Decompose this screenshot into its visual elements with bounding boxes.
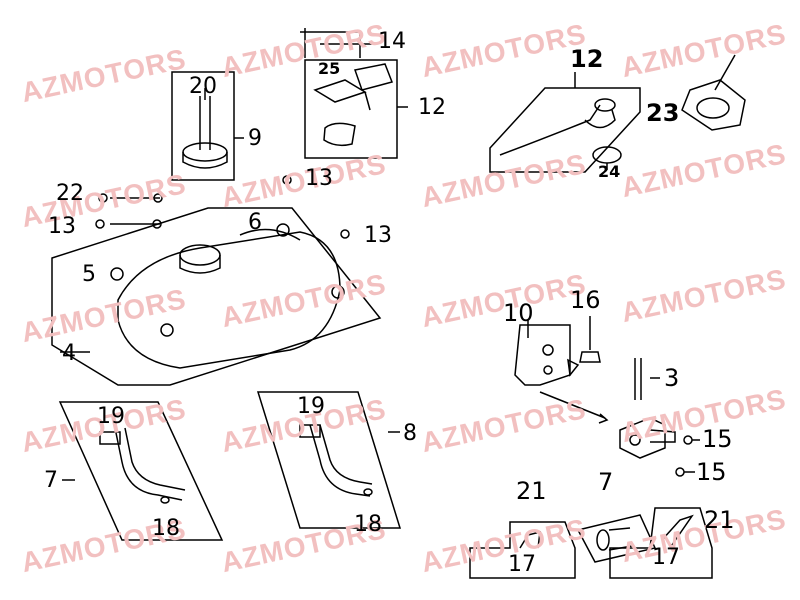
part-label: 4 [62, 341, 76, 366]
fuel-cap-group [171, 71, 244, 181]
part-label: 13 [305, 166, 333, 191]
part-label: 13 [364, 223, 392, 248]
part-label: 8 [403, 421, 417, 446]
part-label: 3 [664, 364, 680, 392]
part-label: 17 [508, 552, 536, 577]
fuel-tank-group [51, 207, 382, 386]
part-label: 25 [318, 59, 341, 78]
part-label: 15 [696, 458, 727, 486]
part-label: 23 [646, 99, 680, 127]
part-label: 18 [354, 512, 382, 537]
part-label: 21 [704, 506, 735, 534]
screws-22-13 [95, 175, 350, 239]
part-label: 19 [97, 404, 125, 429]
part-label: 19 [297, 394, 325, 419]
part-label: 21 [516, 477, 547, 505]
fuel-cock-3-15 [619, 358, 700, 477]
part-label: 20 [189, 74, 217, 99]
part-label: 15 [702, 425, 733, 453]
part-label: 9 [248, 126, 262, 151]
part-label: 13 [48, 214, 76, 239]
hose-box-8 [256, 391, 402, 529]
part-label: 17 [652, 545, 680, 570]
part-label: 22 [56, 181, 84, 206]
fuel-gauge-group [304, 59, 408, 159]
part-label: 24 [598, 162, 621, 181]
part-label: 7 [598, 468, 614, 496]
part-label: 10 [503, 299, 534, 327]
part-label: 12 [418, 95, 446, 120]
hose-box-7 [58, 401, 224, 541]
screws-14 [300, 28, 372, 58]
part-label: 16 [570, 286, 601, 314]
bracket-10-16 [514, 316, 609, 424]
filter-box-7 [576, 514, 657, 563]
clamp-box-left [469, 521, 576, 579]
part-label: 6 [248, 210, 262, 235]
clamp-box-right [609, 507, 713, 579]
part-label: 14 [378, 29, 406, 54]
fuel-pump-group [489, 72, 641, 173]
part-label: 7 [44, 468, 58, 493]
part-label: 18 [152, 516, 180, 541]
part-label: 5 [82, 262, 96, 287]
part-label: 12 [570, 45, 604, 73]
gasket-23 [681, 54, 746, 131]
